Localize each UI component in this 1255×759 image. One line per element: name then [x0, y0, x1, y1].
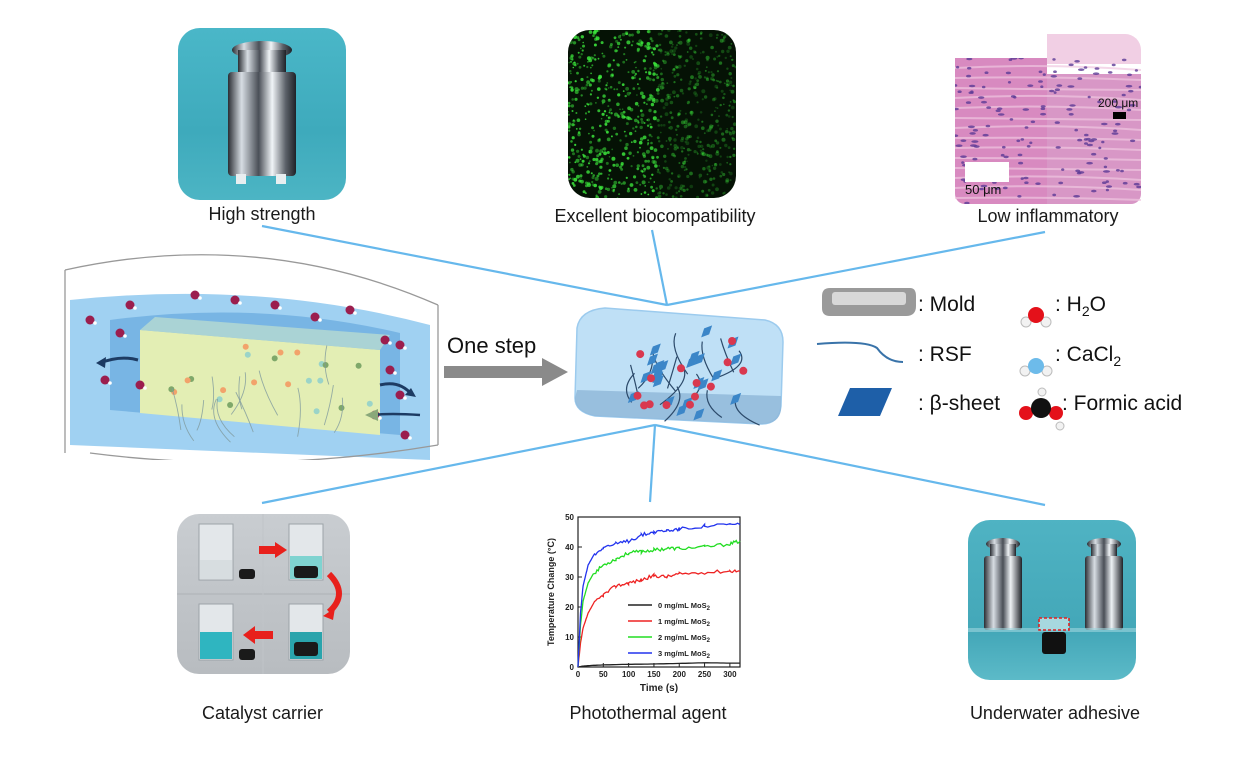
x-tick-label: 0: [576, 670, 581, 679]
low-inflammatory-image: 200 μm 50 μm: [955, 34, 1141, 204]
hydrogel-box: [574, 307, 784, 426]
catalyst-carrier-image: [177, 514, 350, 674]
caption-photothermal: Photothermal agent: [569, 703, 727, 723]
legend-entry: 3 mg/mL MoS2: [658, 649, 711, 660]
x-tick-label: 250: [698, 670, 712, 679]
cacl2-molecule-icon: [1019, 358, 1053, 377]
y-tick-label: 20: [565, 603, 574, 612]
legend-rsf: : RSF: [918, 343, 972, 366]
legend-entry: 2 mg/mL MoS2: [658, 633, 711, 644]
red-arrow-right-icon: [259, 542, 287, 558]
y-tick-label: 40: [565, 543, 574, 552]
legend-h2o-prefix: : H: [1055, 293, 1082, 316]
y-tick-label: 50: [565, 513, 574, 522]
caption-low-inflammatory: Low inflammatory: [977, 206, 1119, 226]
connector-low-inflammatory: [666, 230, 1046, 307]
reaction-container: [64, 254, 439, 460]
caption-biocompatibility: Excellent biocompatibility: [554, 206, 756, 226]
red-arrow-left-icon: [243, 626, 273, 644]
caption-underwater-adhesive: Underwater adhesive: [969, 703, 1141, 723]
caption-high-strength: High strength: [208, 204, 316, 224]
caption-catalyst-carrier: Catalyst carrier: [201, 703, 324, 723]
connector-photothermal: [648, 424, 657, 503]
y-axis-label: Temperature Change (°C): [546, 538, 556, 646]
h2o-molecule-icon: [1020, 307, 1052, 328]
scale-bar-200: [1113, 112, 1126, 119]
x-tick-label: 50: [599, 670, 608, 679]
legend-beta-sheet: : β-sheet: [918, 392, 1001, 415]
x-tick-label: 100: [622, 670, 636, 679]
one-step-label: One step: [447, 333, 537, 358]
legend-formic-acid: : Formic acid: [1062, 392, 1183, 415]
connector-high-strength: [261, 224, 668, 307]
mold-icon: [822, 288, 916, 316]
x-tick-label: 200: [673, 670, 687, 679]
formic-acid-molecule-icon: [1019, 387, 1065, 431]
beakers-sequence: [177, 514, 350, 674]
legend-h2o-suffix: O: [1089, 293, 1106, 316]
legend-cacl2: : CaCl2: [1055, 343, 1121, 369]
rsf-icon: [816, 341, 904, 363]
y-tick-label: 10: [565, 633, 574, 642]
legend-h2o: : H2O: [1055, 293, 1106, 319]
weight-icon: [228, 41, 296, 184]
fluorescence-cells: [568, 30, 736, 198]
high-strength-image: [178, 28, 346, 200]
series-line: [577, 539, 741, 668]
x-tick-label: 300: [723, 670, 737, 679]
legend-cacl2-sub: 2: [1113, 353, 1122, 370]
series-line: [577, 522, 741, 668]
histology-tissue: [955, 58, 1141, 204]
legend-cacl2-prefix: : CaCl: [1055, 343, 1114, 366]
one-step-arrow: [444, 358, 568, 386]
scale-label-200: 200 μm: [1098, 96, 1139, 110]
legend-mold: : Mold: [918, 293, 976, 316]
series-line: [577, 568, 741, 668]
y-tick-label: 0: [570, 663, 575, 672]
biocompatibility-image: [568, 30, 736, 198]
legend-entry: 1 mg/mL MoS2: [658, 617, 711, 628]
underwater-adhesive-image: [968, 520, 1136, 680]
legend-h2o-sub: 2: [1081, 303, 1090, 320]
connector-catalyst: [261, 423, 656, 505]
adhesive-demo: [968, 538, 1136, 654]
y-tick-label: 30: [565, 573, 574, 582]
series-line: [577, 662, 740, 668]
connector-biocompatibility: [650, 229, 669, 306]
legend-entry: 0 mg/mL MoS2: [658, 601, 711, 612]
connector-adhesive: [654, 423, 1046, 507]
x-axis-label: Time (s): [640, 683, 678, 694]
x-tick-label: 150: [647, 670, 661, 679]
scale-label-50: 50 μm: [965, 182, 1002, 197]
plot-frame: [577, 516, 741, 668]
red-arrow-curved-icon: [323, 571, 342, 620]
beta-sheet-icon: [838, 388, 892, 416]
